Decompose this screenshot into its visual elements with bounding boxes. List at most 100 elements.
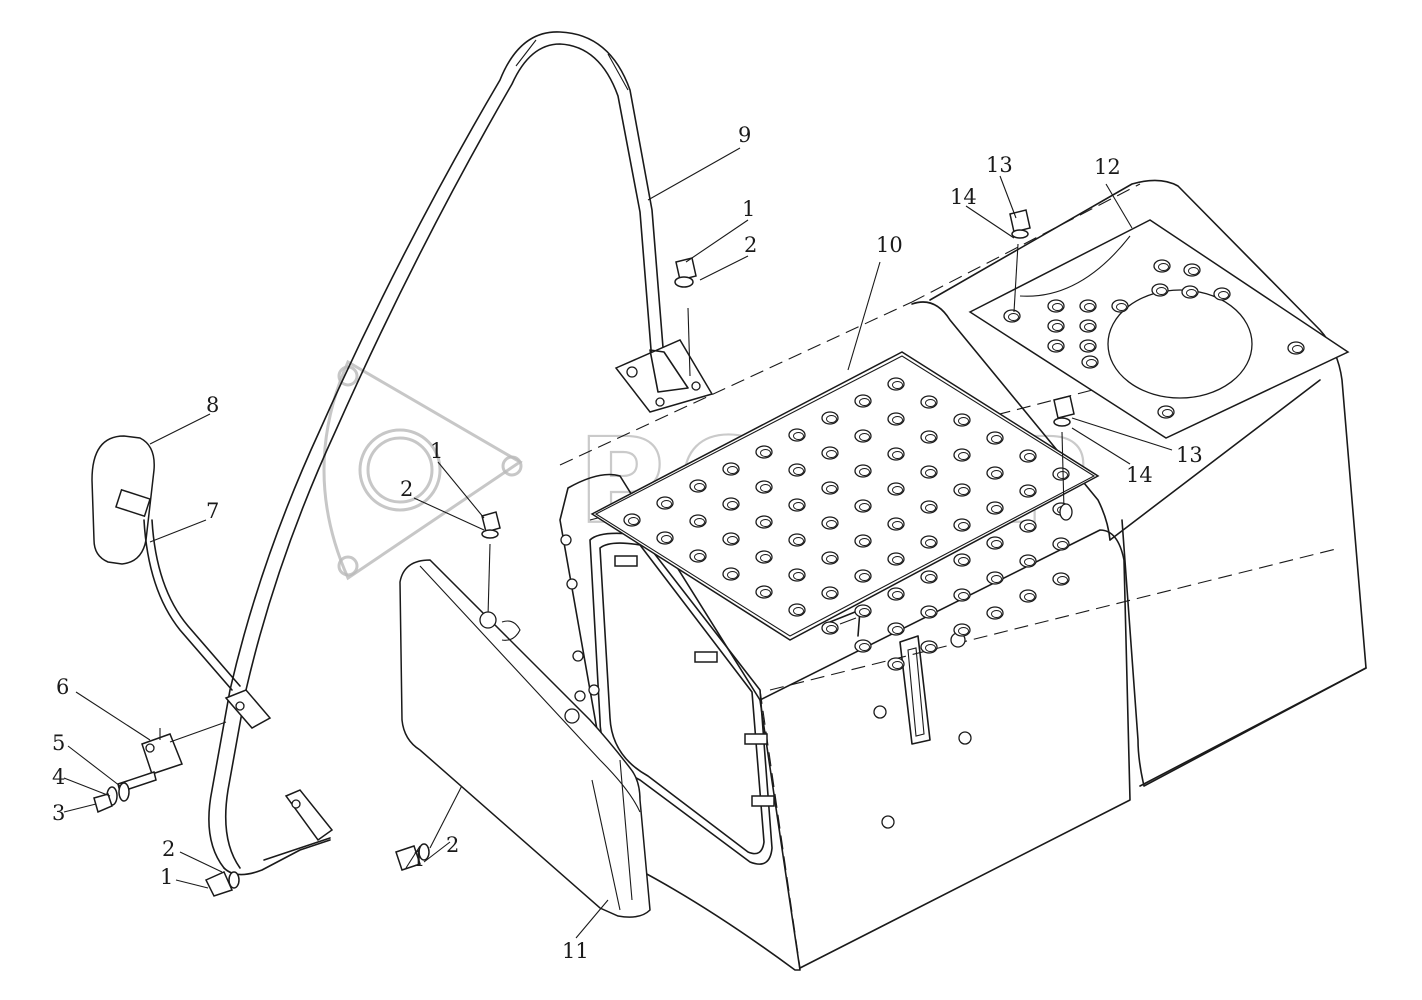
mirror-8 — [91, 435, 155, 565]
part-label-2: 2 — [400, 477, 413, 501]
perforation-hole — [722, 532, 740, 546]
perforation-hole-inner — [1052, 343, 1063, 351]
perforation-hole — [1153, 259, 1171, 273]
perforation-hole — [920, 535, 938, 549]
perforation-hole-inner — [958, 592, 969, 600]
perforation-hole-inner — [1156, 287, 1167, 295]
perforation-hole-inner — [859, 608, 870, 616]
perforation-hole — [920, 465, 938, 479]
perforation-hole-inner — [1218, 291, 1229, 299]
perforation-hole-inner — [925, 539, 936, 547]
perforation-hole — [1111, 299, 1129, 313]
perforation-hole — [788, 463, 806, 477]
perforation-hole-inner — [727, 571, 738, 579]
part-label-14: 14 — [1126, 463, 1153, 487]
perforation-hole — [821, 411, 839, 425]
perforation-hole-inner — [661, 500, 672, 508]
perforation-hole — [788, 533, 806, 547]
perforation-hole-inner — [991, 575, 1002, 583]
perforation-hole-inner — [892, 626, 903, 634]
perforation-hole-inner — [958, 627, 969, 635]
perforation-hole-inner — [793, 537, 804, 545]
perforation-hole-inner — [1052, 323, 1063, 331]
perforation-hole — [920, 605, 938, 619]
perforation-hole — [953, 553, 971, 567]
perforation-hole-inner — [991, 505, 1002, 513]
perforation-hole-inner — [1024, 488, 1035, 496]
perforation-hole — [953, 483, 971, 497]
perforation-hole-inner — [925, 399, 936, 407]
perforation-hole-inner — [1084, 323, 1095, 331]
perforation-hole-inner — [826, 485, 837, 493]
perforation-hole — [1079, 319, 1097, 333]
perforation-hole-inner — [826, 590, 837, 598]
perforation-hole — [1052, 572, 1070, 586]
perforation-hole-inner — [826, 520, 837, 528]
side-panel-11 — [399, 559, 651, 918]
perforation-hole-inner — [958, 557, 969, 565]
perforation-hole-inner — [826, 555, 837, 563]
mirror-arm-7 — [143, 519, 241, 691]
perforation-hole-inner — [892, 381, 903, 389]
part-label-1: 1 — [412, 847, 425, 871]
perforation-hole-inner — [1186, 289, 1197, 297]
perforation-hole — [887, 482, 905, 496]
bolt-set-lower-left — [204, 871, 240, 897]
perforation-hole — [722, 497, 740, 511]
perforation-hole — [1047, 339, 1065, 353]
watermark-logo — [322, 359, 523, 581]
perforation-hole — [1287, 341, 1305, 355]
perforation-hole — [1047, 299, 1065, 313]
perforation-hole — [821, 446, 839, 460]
part-label-7: 7 — [206, 499, 219, 523]
perforation-hole — [788, 603, 806, 617]
perforation-hole — [986, 536, 1004, 550]
perforation-hole — [1047, 319, 1065, 333]
perforation-hole-inner — [925, 574, 936, 582]
perforation-hole — [986, 571, 1004, 585]
main-box-body — [559, 179, 1367, 971]
perforation-hole-inner — [1024, 593, 1035, 601]
perforation-hole — [788, 498, 806, 512]
part-label-9: 9 — [738, 123, 751, 147]
perforation-hole — [1003, 309, 1021, 323]
perforation-hole — [854, 464, 872, 478]
perforation-hole — [722, 462, 740, 476]
perforation-hole-inner — [826, 415, 837, 423]
perforation-hole-inner — [958, 522, 969, 530]
perforation-hole — [854, 604, 872, 618]
perforation-hole — [854, 429, 872, 443]
perforation-hole-inner — [760, 449, 771, 457]
perforation-hole — [887, 587, 905, 601]
perforation-hole-inner — [1024, 558, 1035, 566]
perforation-hole — [920, 430, 938, 444]
perforation-hole — [689, 514, 707, 528]
perforation-hole — [788, 568, 806, 582]
perforation-hole — [953, 413, 971, 427]
perforation-hole-inner — [694, 553, 705, 561]
perforation-hole — [623, 513, 641, 527]
perforation-hole-inner — [1162, 409, 1173, 417]
perforation-hole — [986, 501, 1004, 515]
perforation-hole — [656, 531, 674, 545]
perforation-hole — [887, 377, 905, 391]
bolt-set-side-panel — [395, 765, 473, 871]
perforation-hole-inner — [859, 538, 870, 546]
perforation-hole — [920, 640, 938, 654]
perforation-hole — [755, 550, 773, 564]
perforation-hole — [986, 431, 1004, 445]
part-label-1: 1 — [430, 439, 443, 463]
perforation-hole-inner — [925, 644, 936, 652]
perforation-hole-inner — [1158, 263, 1169, 271]
perforation-hole — [755, 585, 773, 599]
part-label-4: 4 — [52, 765, 65, 789]
perforation-hole-inner — [1292, 345, 1303, 353]
perforation-hole — [887, 447, 905, 461]
perforation-hole-inner — [925, 469, 936, 477]
perforation-hole — [887, 517, 905, 531]
perforation-hole — [788, 428, 806, 442]
perforation-hole-inner — [694, 518, 705, 526]
perforation-hole-inner — [760, 484, 771, 492]
perforation-hole — [920, 500, 938, 514]
